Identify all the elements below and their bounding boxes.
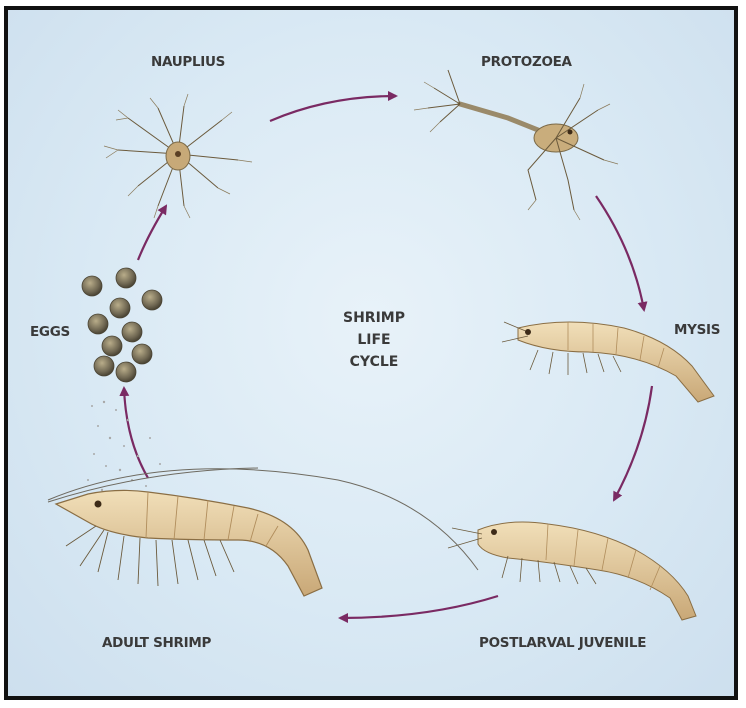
arrow-postlarval-to-adult	[340, 596, 498, 618]
eggs-illustration	[82, 268, 162, 382]
diagram-frame: NAUPLIUS PROTOZOEA MYSIS POSTLARVAL JUVE…	[4, 6, 738, 700]
center-title-line-2: LIFE	[357, 332, 390, 348]
stage-label-eggs: EGGS	[30, 324, 70, 340]
stage-label-protozoea: PROTOZOEA	[481, 54, 573, 70]
arrow-eggs-to-nauplius	[138, 206, 166, 260]
stage-label-adult: ADULT SHRIMP	[102, 635, 211, 651]
nauplius-illustration	[104, 94, 252, 218]
life-cycle-diagram: NAUPLIUS PROTOZOEA MYSIS POSTLARVAL JUVE…	[8, 10, 734, 696]
protozoea-illustration	[414, 70, 618, 220]
arrow-mysis-to-postlarval	[614, 386, 652, 500]
stage-label-nauplius: NAUPLIUS	[151, 54, 225, 70]
stage-label-mysis: MYSIS	[674, 322, 720, 338]
center-title-line-1: SHRIMP	[343, 310, 405, 326]
arrow-protozoea-to-mysis	[596, 196, 644, 310]
stage-label-postlarval: POSTLARVAL JUVENILE	[479, 635, 646, 651]
arrow-adult-to-eggs	[124, 388, 148, 478]
postlarval-illustration	[448, 522, 696, 620]
arrow-nauplius-to-protozoea	[270, 96, 396, 121]
center-title-line-3: CYCLE	[350, 354, 399, 370]
adult-shrimp-illustration	[48, 468, 478, 596]
